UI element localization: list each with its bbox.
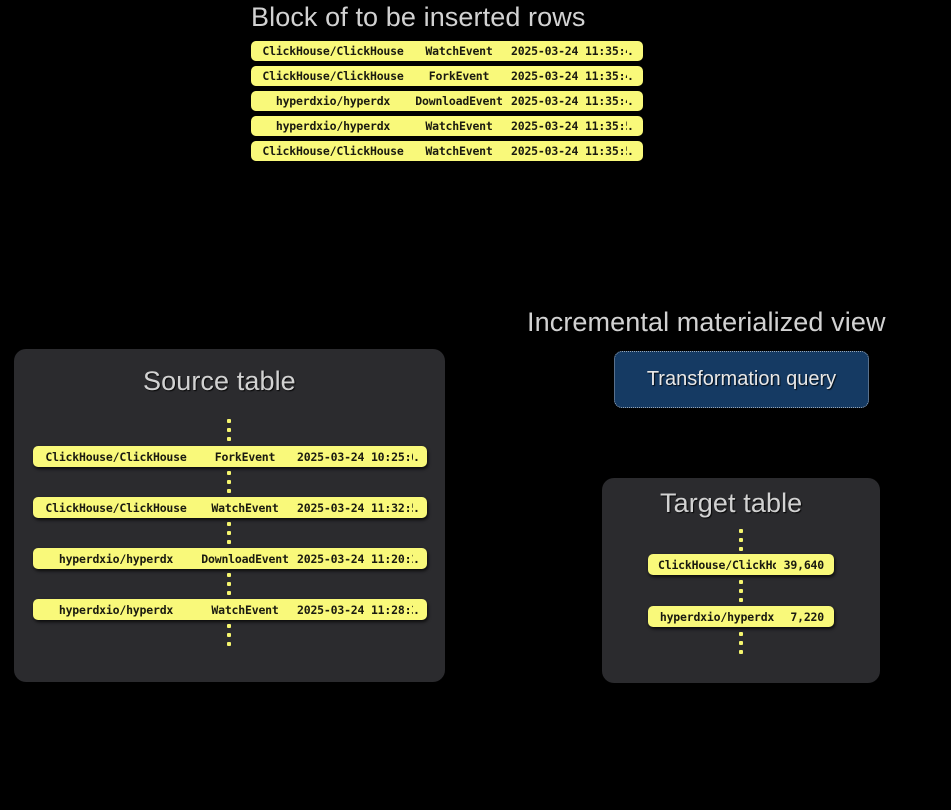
block-row-event: WatchEvent bbox=[425, 144, 493, 158]
source-row-time: 2025-03-24 10:25:00 bbox=[297, 449, 413, 464]
block-row-more: ... bbox=[627, 119, 635, 133]
source-row-time: 2025-03-24 11:20:12 bbox=[297, 551, 413, 566]
target-ellipsis-middle bbox=[739, 580, 743, 602]
source-row-repo: ClickHouse/ClickHouse bbox=[45, 500, 187, 515]
target-row-repo: hyperdxio/hyperdx bbox=[659, 609, 775, 624]
block-row-repo: ClickHouse/ClickHouse bbox=[262, 44, 404, 58]
source-ellipsis-top bbox=[227, 419, 231, 441]
block-row-repo: ClickHouse/ClickHouse bbox=[262, 144, 404, 158]
source-row-repo: hyperdxio/hyperdx bbox=[58, 551, 174, 566]
target-row-count: 39,640 bbox=[783, 557, 824, 572]
transformation-query-label: Transformation query bbox=[646, 368, 837, 390]
block-row-more: ... bbox=[627, 44, 635, 58]
block-row-event: WatchEvent bbox=[425, 44, 493, 58]
source-table-row: hyperdxio/hyperdx WatchEvent 2025-03-24 … bbox=[33, 599, 427, 620]
source-row-event: ForkEvent bbox=[214, 449, 276, 464]
source-row-event: WatchEvent bbox=[211, 500, 279, 515]
source-table-row: ClickHouse/ClickHouse ForkEvent 2025-03-… bbox=[33, 446, 427, 467]
block-row-more: ... bbox=[627, 69, 635, 83]
block-row-repo: ClickHouse/ClickHouse bbox=[262, 69, 404, 83]
target-table-row: hyperdxio/hyperdx 7,220 bbox=[648, 606, 834, 627]
source-ellipsis-bottom bbox=[227, 624, 231, 646]
source-table-title: Source table bbox=[143, 366, 296, 396]
source-row-event: DownloadEvent bbox=[201, 551, 289, 566]
block-row-event: ForkEvent bbox=[428, 69, 490, 83]
block-row-repo: hyperdxio/hyperdx bbox=[275, 94, 391, 108]
source-row-more: ... bbox=[413, 551, 421, 566]
block-row-event: WatchEvent bbox=[425, 119, 493, 133]
block-row-time: 2025-03-24 11:35:52 bbox=[511, 119, 627, 133]
source-row-repo: ClickHouse/ClickHouse bbox=[45, 449, 187, 464]
block-row: ClickHouse/ClickHouse WatchEvent 2025-03… bbox=[251, 41, 643, 61]
source-row-time: 2025-03-24 11:28:32 bbox=[297, 602, 413, 617]
target-table-title: Target table bbox=[660, 488, 803, 518]
source-ellipsis-1 bbox=[227, 471, 231, 493]
block-row: hyperdxio/hyperdx DownloadEvent 2025-03-… bbox=[251, 91, 643, 111]
source-row-repo: hyperdxio/hyperdx bbox=[58, 602, 174, 617]
source-ellipsis-3 bbox=[227, 573, 231, 595]
transformation-query-box[interactable]: Transformation query bbox=[614, 351, 869, 408]
block-row-more: ... bbox=[627, 144, 635, 158]
block-title: Block of to be inserted rows bbox=[251, 2, 586, 32]
block-row-time: 2025-03-24 11:35:44 bbox=[511, 69, 627, 83]
materialized-view-title: Incremental materialized view bbox=[527, 307, 886, 337]
source-table-row: ClickHouse/ClickHouse WatchEvent 2025-03… bbox=[33, 497, 427, 518]
block-row: ClickHouse/ClickHouse WatchEvent 2025-03… bbox=[251, 141, 643, 161]
target-row-repo: ClickHouse/ClickHouse bbox=[658, 557, 776, 572]
source-row-more: ... bbox=[413, 449, 421, 464]
source-row-more: ... bbox=[413, 500, 421, 515]
block-row-repo: hyperdxio/hyperdx bbox=[275, 119, 391, 133]
target-ellipsis-bottom bbox=[739, 632, 743, 654]
source-table-row: hyperdxio/hyperdx DownloadEvent 2025-03-… bbox=[33, 548, 427, 569]
target-table-row: ClickHouse/ClickHouse 39,640 bbox=[648, 554, 834, 575]
block-row: hyperdxio/hyperdx WatchEvent 2025-03-24 … bbox=[251, 116, 643, 136]
block-row-more: ... bbox=[627, 94, 635, 108]
block-row-time: 2025-03-24 11:35:54 bbox=[511, 144, 627, 158]
block-row-time: 2025-03-24 11:35:48 bbox=[511, 94, 627, 108]
source-row-more: ... bbox=[413, 602, 421, 617]
target-row-count: 7,220 bbox=[790, 609, 824, 624]
source-row-time: 2025-03-24 11:32:54 bbox=[297, 500, 413, 515]
block-row-time: 2025-03-24 11:35:40 bbox=[511, 44, 627, 58]
block-row-event: DownloadEvent bbox=[415, 94, 503, 108]
source-row-event: WatchEvent bbox=[211, 602, 279, 617]
target-ellipsis-top bbox=[739, 529, 743, 551]
block-row: ClickHouse/ClickHouse ForkEvent 2025-03-… bbox=[251, 66, 643, 86]
source-ellipsis-2 bbox=[227, 522, 231, 544]
